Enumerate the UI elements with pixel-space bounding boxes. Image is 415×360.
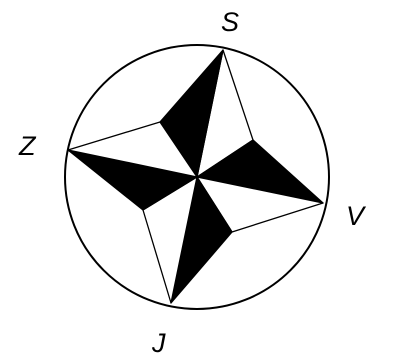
compass-star [68,50,323,303]
label-top: S [221,7,239,37]
label-bottom: J [151,328,166,358]
label-left: Z [18,131,37,161]
label-right: V [346,201,367,231]
